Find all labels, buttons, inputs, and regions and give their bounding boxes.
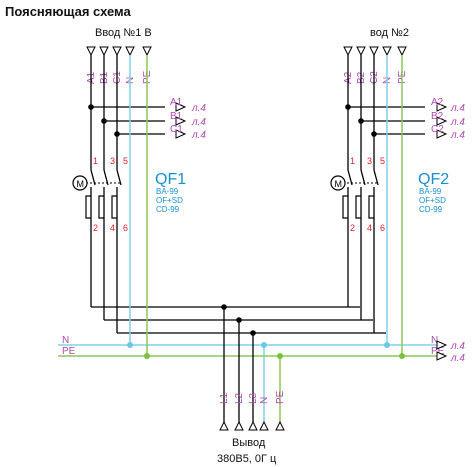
input-2-tap-arrows bbox=[436, 102, 448, 139]
output-terminals bbox=[219, 420, 285, 431]
bus-n-label-right: N bbox=[431, 335, 438, 346]
svg-text:BA-99: BA-99 bbox=[156, 187, 179, 196]
qf1-trip-coils bbox=[85, 195, 117, 219]
qf1-pin-5: 5 bbox=[123, 156, 128, 166]
qf2-specs: BA-99 OF+SD CD-99 bbox=[419, 187, 446, 214]
svg-text:л.4: л.4 bbox=[191, 117, 206, 128]
svg-text:B2: B2 bbox=[431, 111, 444, 122]
input-1-tap-arrows bbox=[175, 102, 187, 139]
qf2-name: QF2 bbox=[418, 171, 449, 188]
svg-text:B1: B1 bbox=[170, 111, 183, 122]
input-2-label: вод №2 bbox=[370, 27, 409, 39]
qf1-pin-1: 1 bbox=[93, 156, 98, 166]
bus-pe-label-right: PE bbox=[431, 346, 445, 357]
input-1-terminal-labels: A1 B1 C1 N PE bbox=[86, 70, 153, 84]
svg-text:л.4: л.4 bbox=[450, 103, 465, 114]
svg-text:M: M bbox=[77, 179, 85, 189]
input-2-phase-wires bbox=[339, 55, 425, 333]
input-1-tap-labels: A1 B1 C1 л.4 л.4 л.4 bbox=[170, 97, 206, 141]
svg-text:A1: A1 bbox=[170, 97, 183, 108]
bus-arrows bbox=[436, 340, 448, 361]
svg-text:CD-99: CD-99 bbox=[419, 205, 443, 214]
qf1-pin-6: 6 bbox=[123, 223, 128, 233]
qf2-pin-1: 1 bbox=[350, 156, 355, 166]
svg-text:C2: C2 bbox=[431, 124, 444, 135]
input-2-tap-labels: A2 B2 C2 л.4 л.4 л.4 bbox=[431, 97, 465, 141]
qf1-pin-3: 3 bbox=[110, 156, 115, 166]
input-2-terminals bbox=[343, 46, 407, 57]
input-1-terminals bbox=[86, 46, 152, 57]
pe-junctions bbox=[144, 353, 405, 359]
svg-text:л.4: л.4 bbox=[450, 130, 465, 141]
svg-text:л.4: л.4 bbox=[191, 103, 206, 114]
bus-labels: N PE N PE л.4 л.4 bbox=[62, 335, 465, 364]
qf1-pin-4: 4 bbox=[110, 223, 115, 233]
qf1-pin-numbers: 1 3 5 2 4 6 bbox=[93, 156, 128, 233]
neutral-wires bbox=[58, 55, 443, 392]
bus-pe-ref: л.4 bbox=[450, 353, 465, 364]
qf2-trip-coils bbox=[342, 195, 374, 219]
junction-dots bbox=[88, 104, 377, 336]
svg-text:A2: A2 bbox=[431, 97, 444, 108]
input-1-label: Ввод №1 В bbox=[95, 27, 152, 39]
svg-text:M: M bbox=[335, 179, 343, 189]
qf1-motor-icon: M bbox=[72, 175, 88, 191]
qf2-pin-3: 3 bbox=[367, 156, 372, 166]
input-2-terminal-labels: A2 B2 C2 N PE bbox=[343, 70, 408, 84]
output-label-pe: PE bbox=[275, 390, 286, 404]
input-1-phase-wires bbox=[82, 55, 386, 334]
bus-n-label-left: N bbox=[62, 335, 69, 346]
output-label: Вывод bbox=[232, 437, 266, 449]
svg-text:OF+SD: OF+SD bbox=[156, 196, 183, 205]
qf1-pin-2: 2 bbox=[93, 223, 98, 233]
output-phase-wires bbox=[223, 307, 254, 430]
qf2-pin-numbers: 1 3 5 2 4 6 bbox=[350, 156, 385, 233]
qf2-pin-4: 4 bbox=[367, 223, 372, 233]
svg-text:CD-99: CD-99 bbox=[156, 205, 180, 214]
svg-text:OF+SD: OF+SD bbox=[419, 196, 446, 205]
svg-text:л.4: л.4 bbox=[191, 130, 206, 141]
output-terminal-labels: L1 L2 L3 N PE bbox=[219, 390, 286, 404]
output-label-n: N bbox=[259, 397, 270, 404]
qf1-name: QF1 bbox=[155, 171, 186, 188]
svg-text:BA-99: BA-99 bbox=[419, 187, 442, 196]
neutral-junctions bbox=[127, 342, 390, 348]
bus-n-ref: л.4 bbox=[450, 341, 465, 352]
output-label-l2: L2 bbox=[234, 392, 245, 404]
svg-text:C1: C1 bbox=[170, 124, 183, 135]
qf2-pin-2: 2 bbox=[350, 223, 355, 233]
pe-wires bbox=[58, 55, 443, 392]
output-label-l1: L1 bbox=[219, 392, 230, 404]
bus-pe-label-left: PE bbox=[62, 346, 76, 357]
output-spec: 380В5, 0Г ц bbox=[217, 453, 277, 465]
qf2-pin-5: 5 bbox=[380, 156, 385, 166]
qf1-specs: BA-99 OF+SD CD-99 bbox=[156, 187, 183, 214]
qf2-motor-icon: M bbox=[330, 175, 346, 191]
qf2-pin-6: 6 bbox=[380, 223, 385, 233]
diagram-title: Поясняющая схема bbox=[5, 4, 131, 19]
output-label-l3: L3 bbox=[248, 392, 259, 404]
svg-text:л.4: л.4 bbox=[450, 117, 465, 128]
